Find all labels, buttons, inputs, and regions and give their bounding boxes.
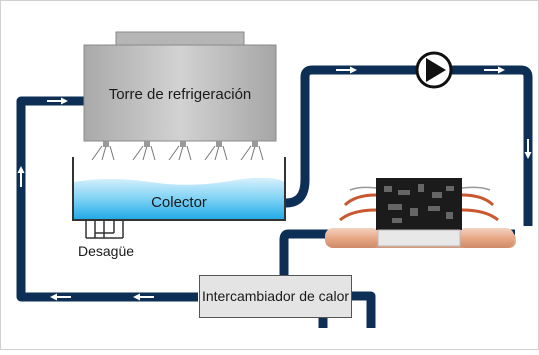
drain-pipes-icon bbox=[85, 220, 124, 239]
pipe-outlet bbox=[285, 65, 533, 226]
flow-arrows bbox=[17, 66, 532, 301]
cooling-tower-icon bbox=[83, 31, 277, 161]
heat-exchanger-label: Intercambiador de calor bbox=[201, 288, 350, 304]
pump-icon bbox=[415, 51, 453, 89]
cooling-tower-label: Torre de refrigeración bbox=[108, 86, 252, 103]
collector-basin-icon bbox=[72, 157, 286, 221]
heat-exchanger-box: Intercambiador de calor bbox=[199, 275, 352, 318]
collector-label: Colector bbox=[151, 194, 207, 211]
equipment-icon bbox=[325, 178, 516, 248]
drain-label: Desagüe bbox=[77, 243, 135, 259]
